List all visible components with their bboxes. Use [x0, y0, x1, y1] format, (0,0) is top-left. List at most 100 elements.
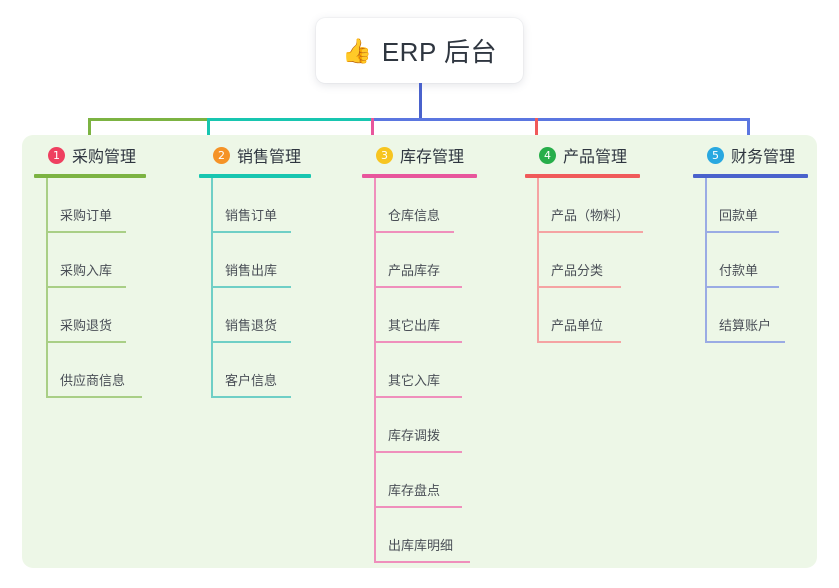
leaf-item[interactable]: 销售订单 — [199, 178, 311, 233]
connector-drop-1 — [88, 118, 91, 149]
leaf-item-label: 供应商信息 — [60, 373, 126, 388]
column-body-2: 销售订单销售出库销售退货客户信息 — [199, 178, 311, 398]
column-header-4[interactable]: 4 产品管理 — [525, 143, 640, 167]
column-spine-2 — [211, 178, 213, 398]
leaf-item-label: 其它出库 — [388, 318, 441, 333]
leaf-item-rule — [46, 396, 142, 398]
column-badge-3: 3 — [376, 146, 393, 164]
leaf-item-rule — [374, 396, 462, 398]
column-underline-1 — [34, 174, 146, 178]
leaf-item-rule — [705, 286, 779, 288]
column-body-5: 回款单付款单结算账户 — [693, 178, 808, 343]
leaf-item[interactable]: 库存调拨 — [362, 398, 477, 453]
leaf-item[interactable]: 供应商信息 — [34, 343, 146, 398]
column-spine-5 — [705, 178, 707, 343]
connector-drop-4 — [535, 118, 538, 149]
leaf-item[interactable]: 付款单 — [693, 233, 808, 288]
leaf-item[interactable]: 采购订单 — [34, 178, 146, 233]
column-body-1: 采购订单采购入库采购退货供应商信息 — [34, 178, 146, 398]
column-spine-4 — [537, 178, 539, 343]
root-node-card[interactable]: 👍 ERP 后台 — [316, 18, 523, 83]
leaf-item-label: 仓库信息 — [388, 208, 441, 223]
leaf-item-label: 付款单 — [719, 263, 759, 278]
leaf-item[interactable]: 产品（物料） — [525, 178, 643, 233]
mindmap-panel — [22, 135, 817, 568]
column-spine-1 — [46, 178, 48, 398]
leaf-item-label: 其它入库 — [388, 373, 441, 388]
column-underline-3 — [362, 174, 477, 178]
leaf-item[interactable]: 产品库存 — [362, 233, 477, 288]
leaf-item[interactable]: 产品分类 — [525, 233, 640, 288]
leaf-item-label: 回款单 — [719, 208, 759, 223]
leaf-item-rule — [46, 231, 126, 233]
leaf-item-label: 客户信息 — [225, 373, 278, 388]
leaf-item-label: 产品单位 — [551, 318, 604, 333]
leaf-item[interactable]: 其它出库 — [362, 288, 477, 343]
column-3: 3 库存管理仓库信息产品库存其它出库其它入库库存调拨库存盘点出库库明细 — [362, 143, 477, 563]
column-underline-5 — [693, 174, 808, 178]
leaf-item-rule — [211, 286, 291, 288]
leaf-item-rule — [537, 341, 621, 343]
leaf-item-label: 结算账户 — [719, 318, 772, 333]
leaf-item-label: 产品（物料） — [551, 208, 630, 223]
column-body-4: 产品（物料） 产品分类产品单位 — [525, 178, 643, 343]
leaf-item-rule — [537, 286, 621, 288]
leaf-item-label: 销售订单 — [225, 208, 278, 223]
column-title-4: 产品管理 — [563, 149, 628, 166]
root-node-title: ERP 后台 — [381, 37, 498, 67]
column-underline-4 — [525, 174, 640, 178]
leaf-item-label: 产品分类 — [551, 263, 604, 278]
leaf-item-rule — [374, 506, 462, 508]
leaf-item-rule — [46, 286, 126, 288]
leaf-item[interactable]: 产品单位 — [525, 288, 640, 343]
leaf-item-rule — [46, 341, 126, 343]
column-title-3: 库存管理 — [400, 149, 465, 166]
column-title-5: 财务管理 — [731, 149, 796, 166]
leaf-item[interactable]: 销售出库 — [199, 233, 311, 288]
column-header-5[interactable]: 5 财务管理 — [693, 143, 808, 167]
connector-drop-2 — [207, 118, 210, 149]
leaf-item[interactable]: 客户信息 — [199, 343, 311, 398]
leaf-item[interactable]: 库存盘点 — [362, 453, 477, 508]
column-badge-5: 5 — [707, 146, 724, 164]
column-header-3[interactable]: 3 库存管理 — [362, 143, 477, 167]
leaf-item-rule — [374, 286, 462, 288]
column-spine-3 — [374, 178, 376, 563]
column-underline-2 — [199, 174, 311, 178]
thumbs-up-icon: 👍 — [341, 36, 372, 65]
leaf-item-rule — [374, 561, 470, 563]
connector-drop-3 — [371, 118, 374, 149]
column-title-1: 采购管理 — [72, 149, 137, 166]
leaf-item-label: 采购入库 — [60, 263, 113, 278]
leaf-item[interactable]: 采购退货 — [34, 288, 146, 343]
connector-bus-segment-3 — [371, 118, 750, 121]
leaf-item-label: 库存盘点 — [388, 483, 441, 498]
leaf-item-rule — [537, 231, 643, 233]
leaf-item-label: 采购订单 — [60, 208, 113, 223]
leaf-item[interactable]: 采购入库 — [34, 233, 146, 288]
leaf-item-rule — [211, 341, 291, 343]
leaf-item[interactable]: 结算账户 — [693, 288, 808, 343]
connector-bus-segment-1 — [88, 118, 207, 121]
leaf-item-label: 库存调拨 — [388, 428, 441, 443]
column-title-2: 销售管理 — [237, 149, 302, 166]
leaf-item-rule — [374, 231, 454, 233]
leaf-item[interactable]: 仓库信息 — [362, 178, 477, 233]
column-body-3: 仓库信息产品库存其它出库其它入库库存调拨库存盘点出库库明细 — [362, 178, 477, 563]
leaf-item-label: 销售退货 — [225, 318, 278, 333]
leaf-item-label: 销售出库 — [225, 263, 278, 278]
leaf-item[interactable]: 出库库明细 — [362, 508, 477, 563]
leaf-item[interactable]: 回款单 — [693, 178, 808, 233]
leaf-item-rule — [705, 341, 785, 343]
column-badge-4: 4 — [539, 146, 556, 164]
leaf-item-rule — [211, 231, 291, 233]
leaf-item[interactable]: 销售退货 — [199, 288, 311, 343]
leaf-item[interactable]: 其它入库 — [362, 343, 477, 398]
leaf-item-rule — [374, 341, 462, 343]
leaf-item-rule — [374, 451, 462, 453]
leaf-item-rule — [211, 396, 291, 398]
